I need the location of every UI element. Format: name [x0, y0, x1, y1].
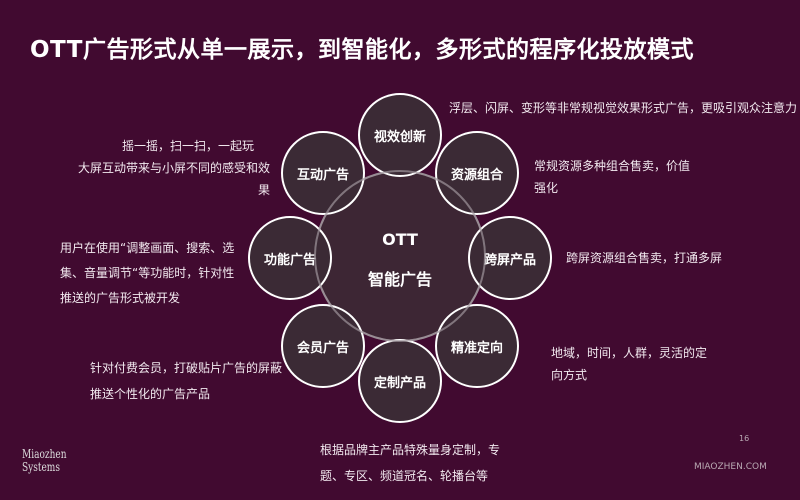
center-label-smart-ad: 智能广告 [367, 270, 432, 289]
desc-precise-targeting: 地域，时间，人群，灵活的定 向方式 [551, 342, 707, 386]
page-number: 16 [739, 434, 750, 443]
node-visual-innovation: 视效创新 [358, 93, 442, 177]
desc-line: 针对付费会员，打破贴片广告的屏蔽 [90, 361, 283, 375]
desc-line: 集、音量调节“等功能时，针对性 [60, 266, 235, 280]
desc-visual-innovation: 浮层、闪屏、变形等非常规视觉效果形式广告，更吸引观众注意力 [449, 101, 798, 115]
logo-line: Systems [22, 460, 60, 474]
node-interactive-ad: 互动广告 [281, 131, 365, 215]
desc-line: 强化 [534, 181, 559, 195]
node-resource-combo: 资源组合 [435, 131, 519, 215]
node-function-ad: 功能广告 [248, 216, 332, 300]
desc-line: 推送的广告形式被开发 [60, 291, 181, 305]
desc-line: 题、专区、频道冠名、轮播台等 [320, 469, 489, 483]
desc-line: 大屏互动带来与小屏不同的感受和效果 [77, 161, 270, 197]
node-custom-product: 定制产品 [358, 339, 442, 423]
desc-line: 摇一摇，扫一扫，一起玩 [121, 139, 254, 153]
desc-line: 地域，时间，人群，灵活的定 [551, 346, 708, 360]
node-cross-screen: 跨屏产品 [468, 216, 552, 300]
desc-line: 根据品牌主产品特殊量身定制，专 [320, 443, 501, 457]
desc-interactive-ad: 摇一摇，扫一扫，一起玩 大屏互动带来与小屏不同的感受和效果 [70, 135, 270, 201]
slide-title: OTT广告形式从单一展示，到智能化，多形式的程序化投放模式 [30, 37, 694, 63]
center-label-ott: OTT [382, 230, 418, 249]
desc-resource-combo: 常规资源多种组合售卖，价值 强化 [534, 155, 690, 199]
desc-line: 用户在使用“调整画面、搜索、选 [60, 241, 235, 255]
miaozhen-logo: Miaozhen Systems [22, 448, 67, 474]
node-precise-targeting: 精准定向 [435, 304, 519, 388]
desc-cross-screen: 跨屏资源组合售卖，打通多屏 [566, 251, 723, 265]
desc-member-ad: 针对付费会员，打破贴片广告的屏蔽 推送个性化的广告产品 [90, 355, 282, 407]
node-member-ad: 会员广告 [281, 304, 365, 388]
logo-line: Miaozhen [22, 447, 67, 461]
site-url: MIAOZHEN.COM [694, 462, 767, 472]
desc-function-ad: 用户在使用“调整画面、搜索、选 集、音量调节“等功能时，针对性 推送的广告形式被… [60, 236, 234, 311]
desc-custom-product: 根据品牌主产品特殊量身定制，专 题、专区、频道冠名、轮播台等 [320, 437, 500, 489]
desc-line: 常规资源多种组合售卖，价值 [534, 159, 691, 173]
desc-line: 推送个性化的广告产品 [90, 387, 211, 401]
desc-line: 向方式 [551, 368, 588, 382]
